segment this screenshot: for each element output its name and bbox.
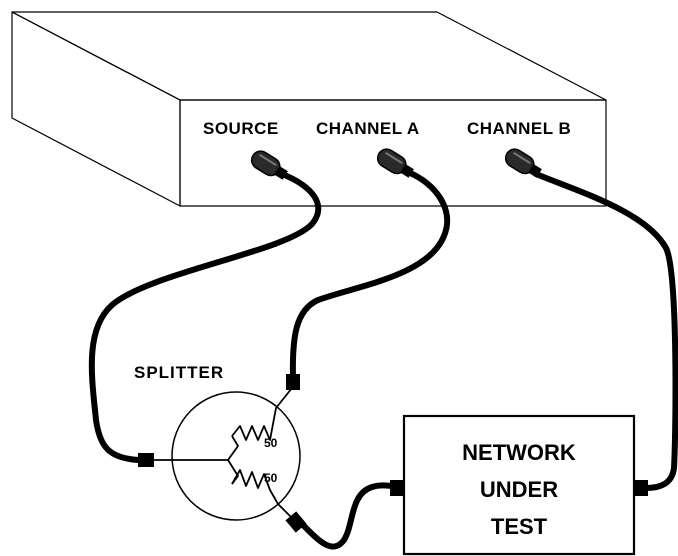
source-connector (250, 150, 288, 180)
resistor-bottom-value: 50 (264, 471, 278, 485)
network-label-line-1: NETWORK (462, 440, 576, 465)
network-under-test-box: NETWORK UNDER TEST (402, 414, 636, 556)
splitter-circle (171, 391, 301, 521)
channel-a-cable (289, 169, 451, 381)
channel-b-port-label: CHANNEL B (467, 119, 571, 138)
splitter-output-connector (285, 511, 307, 533)
splitter-label: SPLITTER (134, 363, 224, 382)
channel-b-cable (533, 171, 678, 491)
network-output-connector (634, 480, 648, 496)
source-port-label: SOURCE (203, 119, 279, 138)
source-cable (88, 171, 322, 463)
channel-a-port-label: CHANNEL A (316, 119, 420, 138)
network-label-line-2: UNDER (480, 477, 558, 502)
splitter: 50 50 (154, 387, 301, 523)
instrument-front-face (179, 99, 607, 207)
network-input-connector (390, 480, 404, 496)
splitter-input-connector (138, 453, 154, 467)
instrument-top-face (11, 11, 607, 101)
instrument-box (11, 11, 607, 207)
resistor-top-value: 50 (264, 436, 278, 450)
instrument-side-face (11, 11, 181, 207)
splitter-channel-a-connector (286, 374, 300, 390)
network-label-line-3: TEST (491, 514, 548, 539)
splitter-resistor-top (231, 387, 293, 441)
splitter-upper-junction-wire (227, 435, 239, 461)
channel-b-connector (504, 148, 542, 178)
splitter-resistor-bottom (231, 469, 297, 523)
splitter-to-network-cable (297, 482, 401, 550)
channel-a-connector (376, 148, 414, 178)
